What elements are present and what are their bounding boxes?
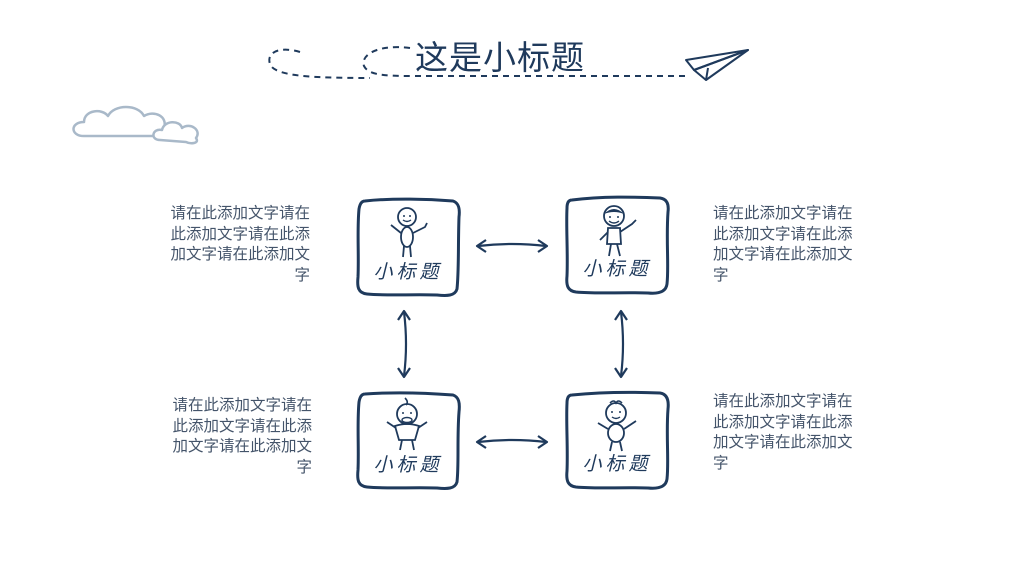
- card-label: 小标题: [373, 261, 443, 283]
- text-block-top-right: 请在此添加文字请在此添加文字请在此添加文字请在此添加文字: [713, 204, 853, 284]
- paper-plane-icon: [685, 49, 749, 81]
- double-arrow-icon: [614, 309, 628, 379]
- page-title: 这是小标题: [415, 38, 585, 77]
- double-arrow-icon: [475, 239, 549, 253]
- cloud-icon: [72, 105, 199, 145]
- card-frame: [565, 390, 670, 490]
- dashed-flight-path: [268, 46, 685, 79]
- card-bottom-right: 小标题: [562, 387, 672, 491]
- card-label: 小标题: [373, 454, 443, 476]
- card-top-right: 小标题: [562, 192, 672, 296]
- double-arrow-icon: [475, 435, 549, 449]
- text-block-top-left: 请在此添加文字请在此添加文字请在此添加文字请在此添加文字: [170, 204, 310, 284]
- card-label: 小标题: [582, 258, 652, 280]
- stick-figure-icon: [386, 397, 428, 451]
- stick-figure-icon: [599, 205, 637, 257]
- text-block-bottom-left: 请在此添加文字请在此添加文字请在此添加文字请在此添加文字: [172, 396, 312, 476]
- card-bottom-left: 小标题: [353, 388, 463, 492]
- card-top-left: 小标题: [353, 195, 463, 299]
- card-label: 小标题: [582, 453, 652, 475]
- double-arrow-icon: [397, 309, 411, 379]
- stick-figure-icon: [597, 400, 637, 452]
- stick-figure-icon: [390, 207, 428, 258]
- text-block-bottom-right: 请在此添加文字请在此添加文字请在此添加文字请在此添加文字: [713, 392, 853, 472]
